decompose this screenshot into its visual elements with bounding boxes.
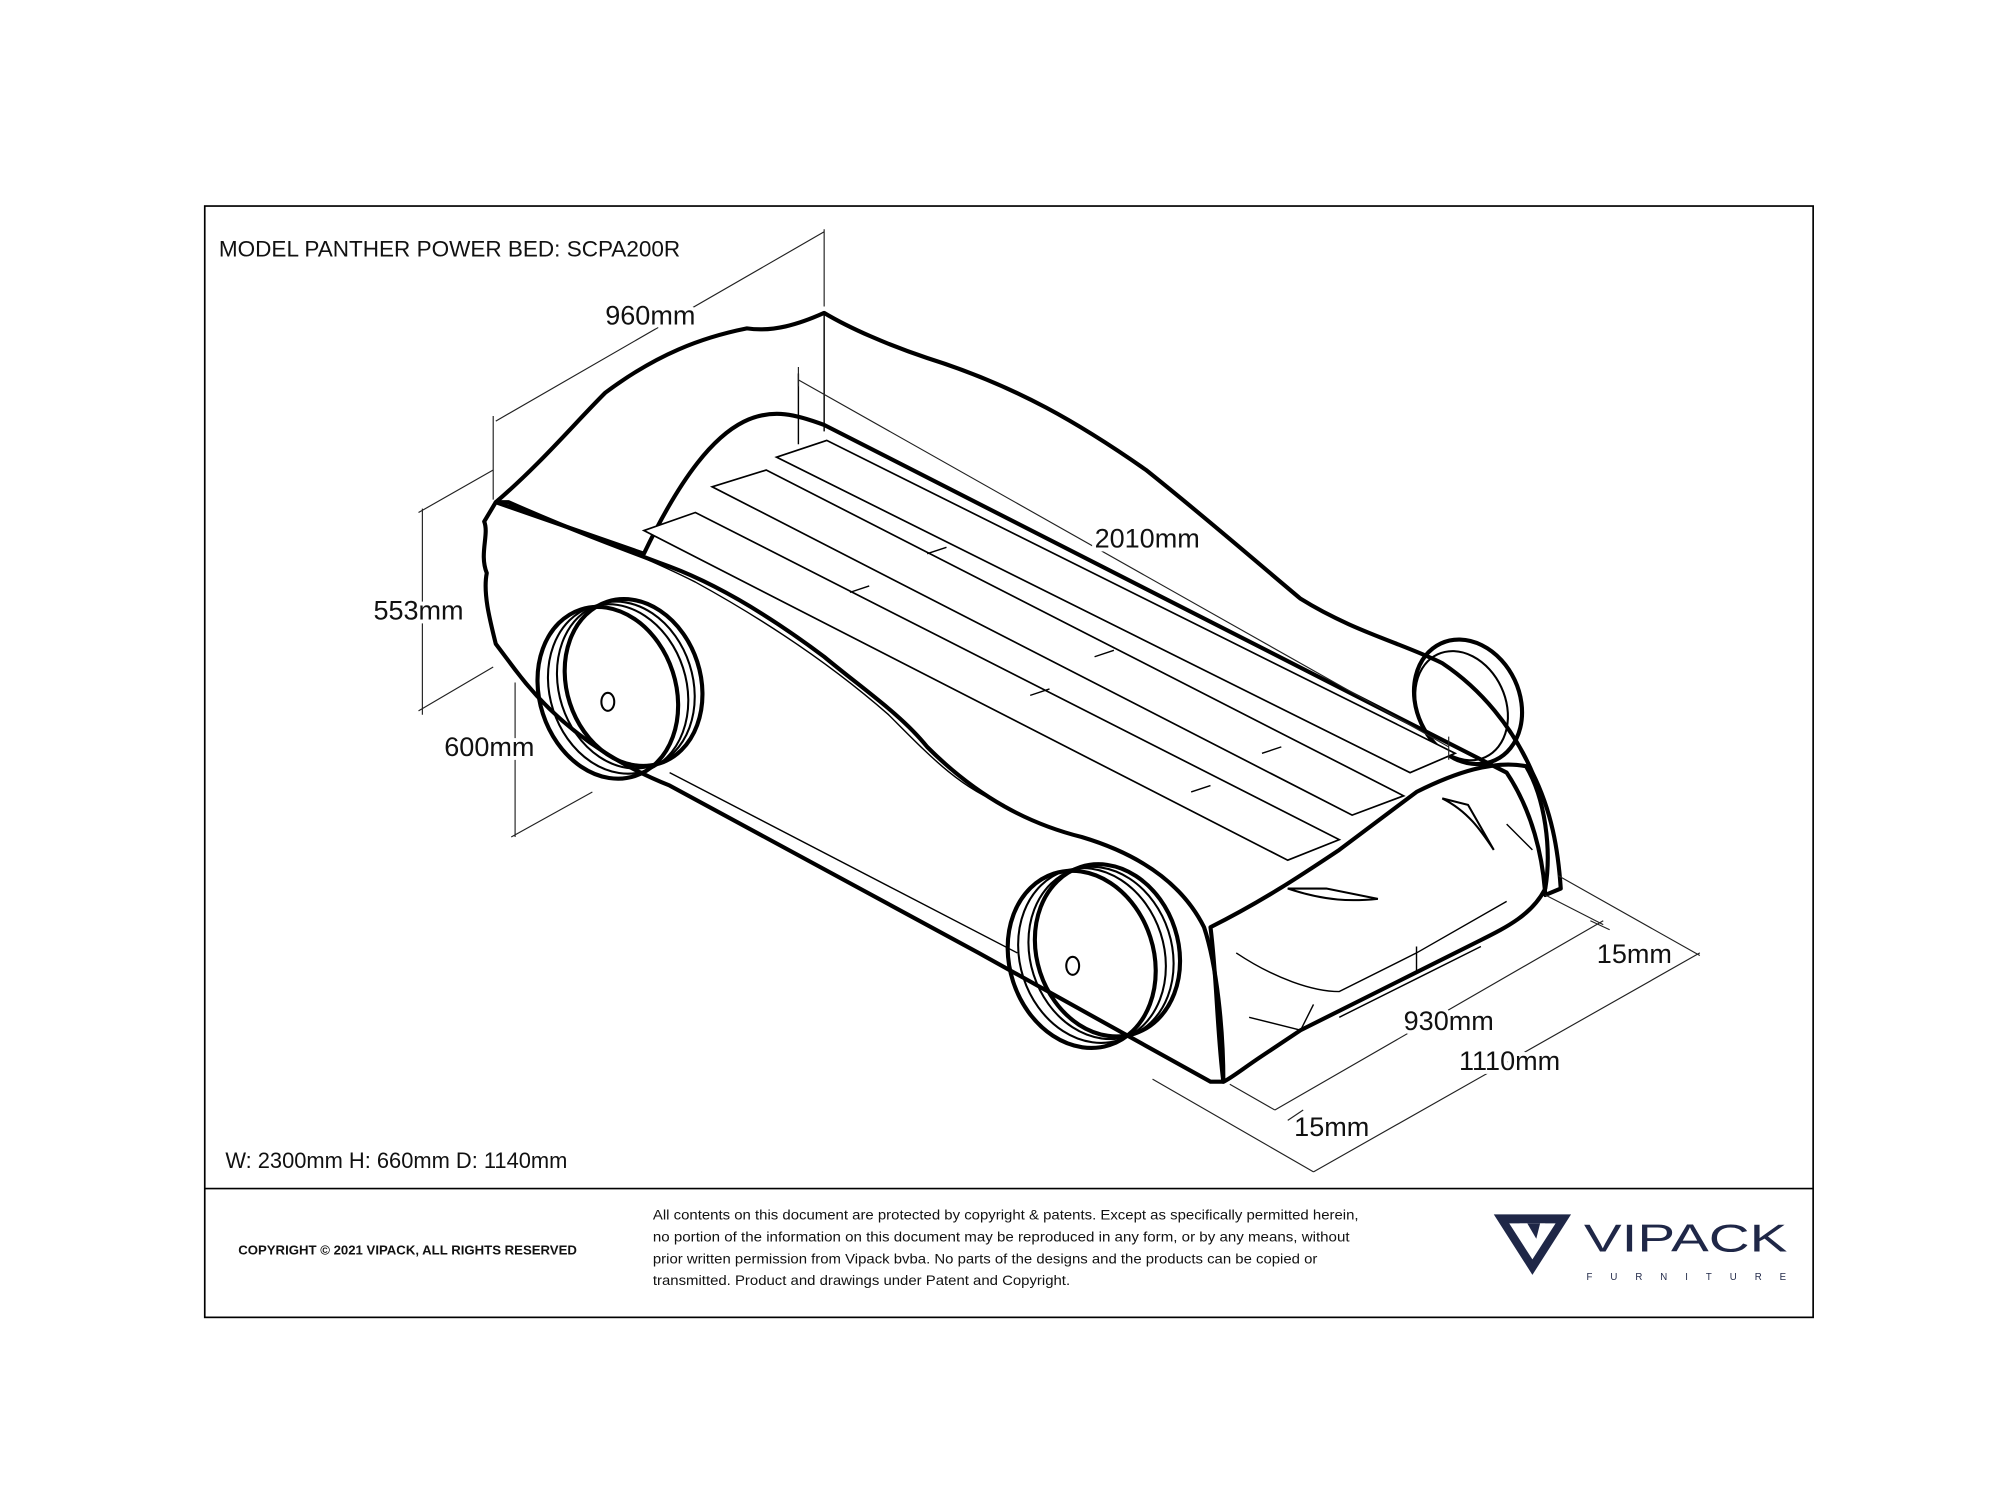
legal-line: no portion of the information on this do…	[653, 1229, 1350, 1244]
front-left-wheel	[1005, 862, 1183, 1051]
legal-line: transmitted. Product and drawings under …	[653, 1273, 1070, 1288]
overall-dimensions: W: 2300mm H: 660mm D: 1140mm	[225, 1148, 567, 1173]
vipack-logo-sub: FURNITURE	[1586, 1272, 1786, 1283]
car-front-hood	[1208, 762, 1550, 1084]
vipack-logo: VIPACK FURNITURE	[1493, 1214, 1788, 1283]
bed-slats	[641, 439, 1458, 862]
dim-side-height: 553mm	[373, 595, 463, 625]
dim-mattress-length: 2010mm	[1095, 523, 1200, 553]
vipack-logo-name: VIPACK	[1584, 1218, 1788, 1261]
dimension-lines	[418, 229, 1701, 1173]
vipack-logo-mark	[1493, 1214, 1572, 1275]
sheet-border	[203, 205, 1814, 1319]
dim-left-margin: 15mm	[1294, 1112, 1369, 1142]
drawing-title: MODEL PANTHER POWER BED: SCPA200R	[219, 236, 680, 261]
copyright-notice: COPYRIGHT © 2021 VIPACK, ALL RIGHTS RESE…	[238, 1242, 577, 1257]
dim-right-margin: 15mm	[1597, 939, 1672, 969]
dim-inner-width: 930mm	[1404, 1006, 1494, 1036]
dim-outer-width: 1110mm	[1459, 1046, 1560, 1076]
legal-line: All contents on this document are protec…	[653, 1207, 1359, 1222]
legal-notice: All contents on this document are protec…	[649, 1204, 1362, 1292]
car-bed-drawing	[481, 310, 1563, 1084]
rear-right-wheel	[1411, 637, 1525, 767]
dim-wheel-height: 600mm	[444, 732, 534, 762]
rear-left-wheel	[535, 597, 705, 781]
dim-width-top: 960mm	[605, 301, 695, 331]
car-body-outline	[493, 310, 1563, 898]
legal-line: prior written permission from Vipack bvb…	[653, 1251, 1318, 1266]
